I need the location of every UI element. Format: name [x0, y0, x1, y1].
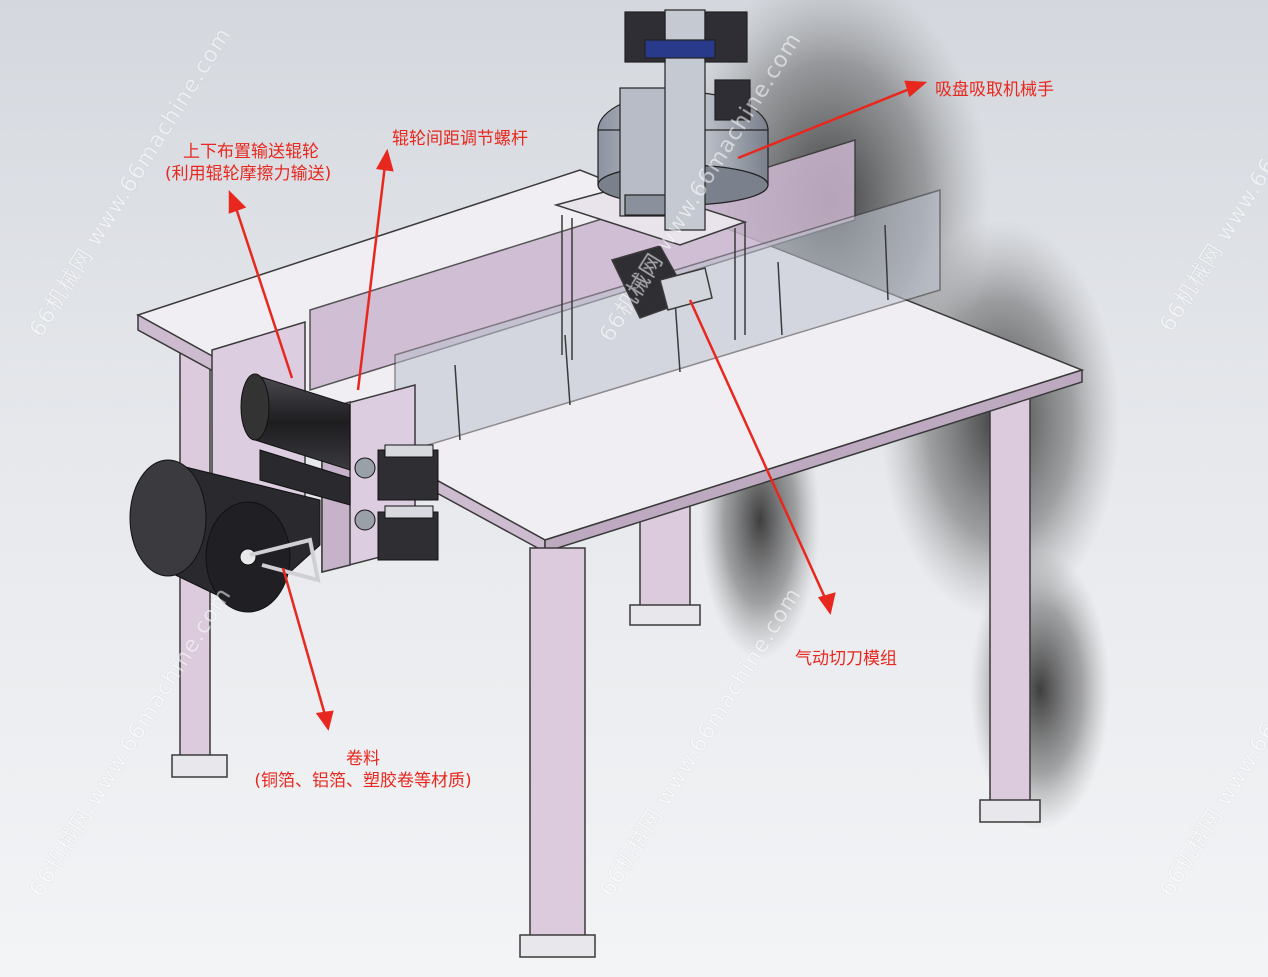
material-roll: [129, 459, 321, 613]
callout-spacing-screw: 辊轮间距调节螺杆: [392, 128, 528, 150]
table-legs-front: [519, 547, 596, 958]
callout-roll-material-line1: 卷料: [346, 749, 380, 769]
callout-feed-rollers-line1: 上下布置输送辊轮: [183, 142, 319, 162]
callout-pneumatic-cutter-line1: 气动切刀模组: [795, 649, 897, 669]
annotation-arrows: [228, 80, 928, 731]
callout-suction-robot-line1: 吸盘吸取机械手: [935, 80, 1054, 100]
feed-rollers: [240, 373, 351, 506]
suction-robot: [597, 9, 769, 231]
callout-roll-material-line2: (铜箔、铝箔、塑胶卷等材质): [254, 771, 472, 791]
callout-feed-rollers: 上下布置输送辊轮 (利用辊轮摩擦力输送): [165, 141, 331, 185]
callout-spacing-screw-line1: 辊轮间距调节螺杆: [392, 129, 528, 149]
callout-suction-robot: 吸盘吸取机械手: [935, 79, 1054, 101]
callout-feed-rollers-line2: (利用辊轮摩擦力输送): [165, 164, 332, 184]
callout-roll-material: 卷料 (铜箔、铝箔、塑胶卷等材质): [228, 748, 498, 792]
callout-pneumatic-cutter: 气动切刀模组: [795, 648, 897, 670]
drive-motors: [354, 444, 439, 561]
